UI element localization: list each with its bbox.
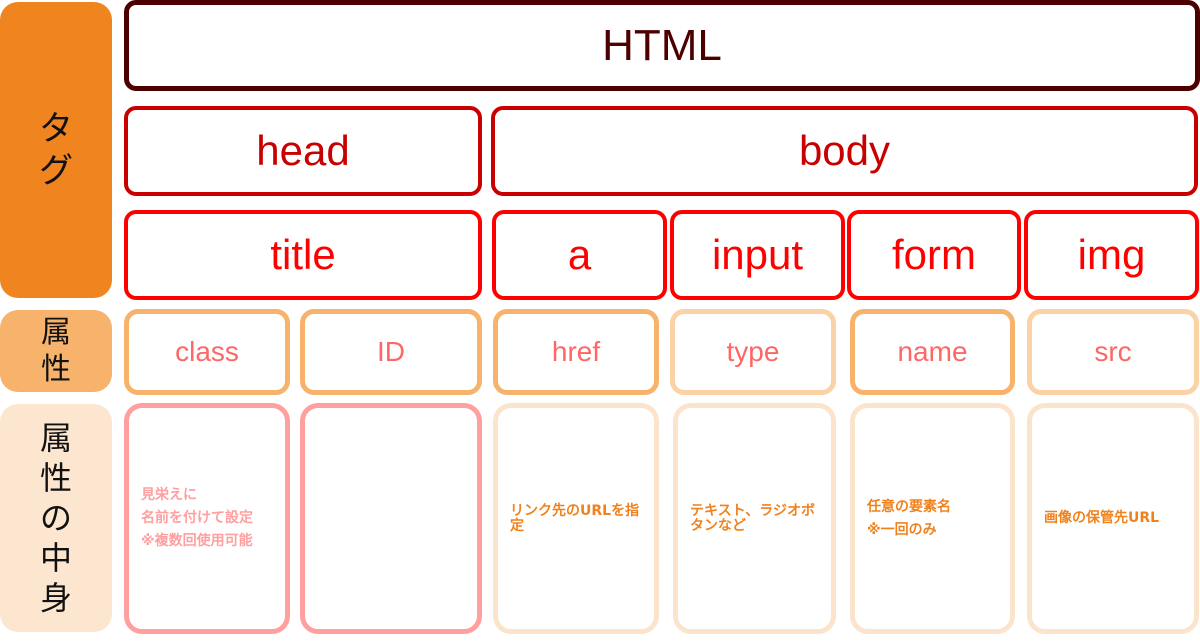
attr-class: class	[124, 309, 290, 395]
tag-form-label: form	[892, 231, 976, 278]
content-id	[300, 403, 482, 634]
attr-id-label: ID	[377, 336, 405, 367]
row-label-tag-char: タ	[39, 108, 73, 149]
content-name-line: 任意の要素名	[867, 498, 951, 515]
content-src-line: 画像の保管先URL	[1044, 510, 1160, 527]
attr-class-label: class	[175, 336, 239, 367]
row-label-tag: タ グ	[0, 2, 112, 298]
tag-title: title	[124, 210, 482, 300]
attr-name: name	[850, 309, 1015, 395]
row-label-content-char: 身	[39, 579, 72, 617]
row-label-content-char: 中	[39, 539, 72, 577]
tag-a-label: a	[567, 231, 592, 278]
tag-img-label: img	[1077, 231, 1146, 278]
tag-html: HTML	[124, 0, 1200, 91]
attr-href: href	[493, 309, 659, 395]
content-class-line: 見栄えに	[141, 487, 197, 504]
tag-body-label: body	[798, 127, 891, 174]
attr-type-label: type	[726, 336, 780, 367]
attr-type: type	[670, 309, 836, 395]
content-class-line: 名前を付けて設定	[141, 510, 253, 527]
row-label-content-char: 性	[39, 459, 72, 497]
attr-href-label: href	[551, 336, 601, 367]
row-label-attribute-char: 性	[41, 352, 71, 387]
attr-src-label: src	[1094, 336, 1132, 367]
content-type-line: テキスト、ラジオボタンなど	[690, 502, 816, 534]
row-label-attribute-char: 属	[41, 314, 71, 350]
content-name-line: ※一回のみ	[867, 521, 937, 538]
tag-form: form	[847, 210, 1021, 300]
tag-title-label: title	[270, 231, 336, 278]
attr-id: ID	[300, 309, 482, 395]
tag-body: body	[491, 106, 1198, 196]
tag-a: a	[492, 210, 667, 300]
content-class-line: ※複数回使用可能	[141, 532, 253, 549]
content-href-line: リンク先のURLを指定	[510, 502, 640, 534]
row-label-tag-char: グ	[39, 151, 73, 191]
content-href: リンク先のURLを指定	[493, 403, 659, 634]
content-type: テキスト、ラジオボタンなど	[673, 403, 836, 634]
tag-input: input	[670, 210, 845, 300]
attr-src: src	[1027, 309, 1199, 395]
content-name: 任意の要素名 ※一回のみ	[850, 403, 1015, 634]
row-label-content-char: 属	[39, 419, 72, 457]
row-label-attribute: 属 性	[0, 310, 112, 392]
tag-input-label: input	[711, 231, 804, 278]
content-class: 見栄えに 名前を付けて設定 ※複数回使用可能	[124, 403, 290, 634]
tag-head-label: head	[256, 127, 350, 174]
row-label-content: 属 性 の 中 身	[0, 404, 112, 632]
row-label-content-char: の	[39, 499, 72, 537]
attr-name-label: name	[897, 336, 968, 367]
tag-img: img	[1024, 210, 1199, 300]
content-src: 画像の保管先URL	[1027, 403, 1199, 634]
tag-head: head	[124, 106, 482, 196]
tag-html-label: HTML	[602, 20, 722, 70]
